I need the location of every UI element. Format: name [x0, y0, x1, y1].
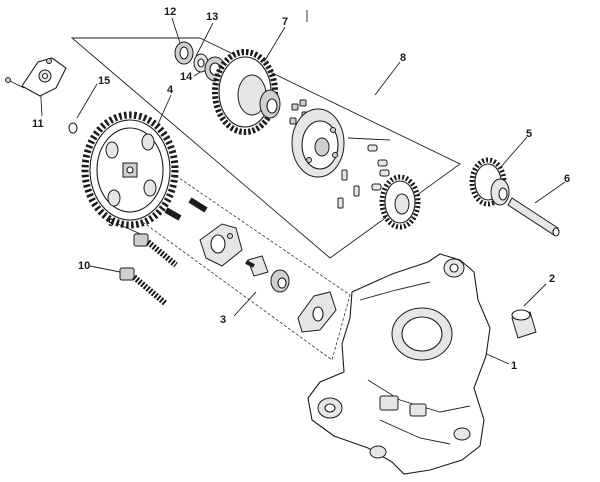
callout-9: 9	[108, 217, 115, 229]
bracket-plate-11	[5, 57, 67, 97]
bushing-2	[511, 309, 537, 339]
callout-4: 4	[167, 84, 174, 96]
starter-gear-7	[212, 49, 281, 135]
callout-15: 15	[98, 75, 111, 87]
callout-2: 2	[549, 273, 556, 285]
pump-screws	[164, 197, 255, 268]
clutch-rollers	[337, 137, 391, 209]
callout-10: 10	[78, 260, 91, 272]
callout-5: 5	[526, 128, 533, 140]
callout-14: 14	[180, 71, 193, 83]
crankcase-1	[307, 253, 491, 475]
o-ring-15	[68, 122, 78, 134]
callout-3: 3	[220, 314, 227, 326]
small-gear	[379, 174, 421, 230]
driven-gear-4	[81, 111, 179, 229]
callout-1: 1	[511, 360, 518, 372]
gear-5	[469, 157, 510, 207]
oil-pump-cover	[297, 291, 337, 333]
oil-pump-body	[199, 223, 243, 267]
group-outline-8	[70, 37, 461, 259]
callout-13: 13	[206, 11, 219, 23]
oil-seal-12	[174, 41, 194, 65]
callout-8: 8	[400, 52, 407, 64]
bolt-9	[133, 233, 178, 268]
bolt-10	[119, 267, 168, 307]
callout-12: 12	[164, 6, 177, 18]
shaft-6	[507, 197, 560, 237]
needle-rollers	[289, 99, 309, 125]
one-way-clutch	[291, 108, 345, 178]
oil-pump-rotor	[247, 255, 290, 293]
group-outline-3	[139, 175, 351, 361]
callout-7: 7	[282, 16, 289, 28]
callout-6: 6	[564, 173, 571, 185]
callout-11: 11	[32, 118, 44, 130]
